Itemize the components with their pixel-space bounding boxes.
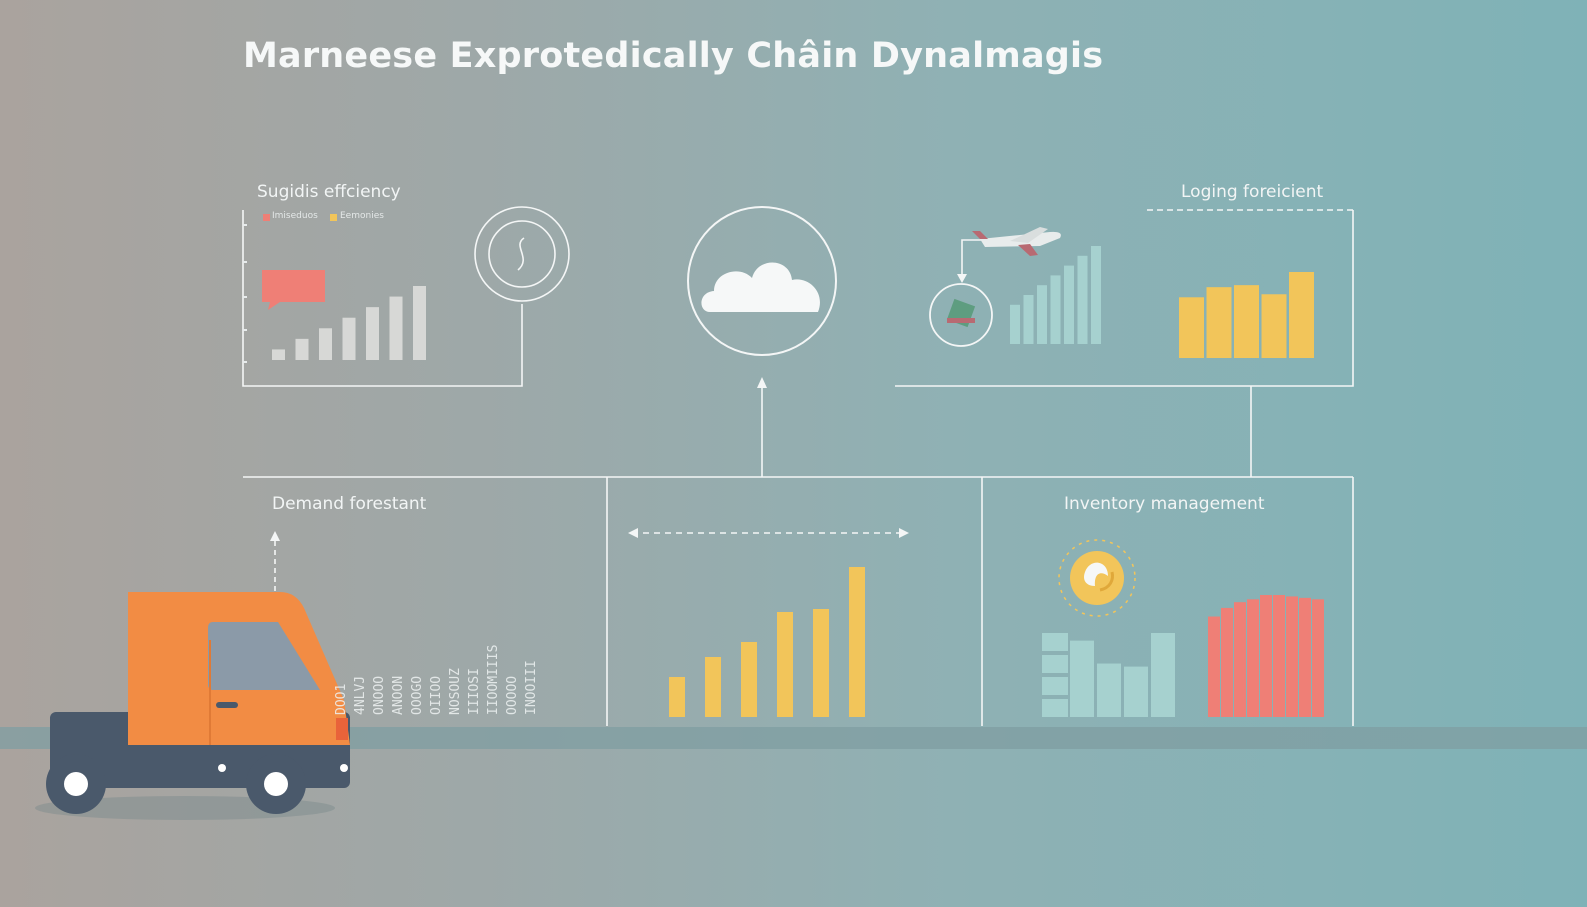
truck-icon [35,592,350,820]
logistics-teal-bar-7 [1091,246,1101,344]
road-strip [0,727,1587,749]
logistics-teal-bars [1010,246,1101,344]
supply-bar-4 [342,317,356,360]
demand-column-8: IIIOSI [467,668,482,715]
supply-bars [272,286,426,360]
inventory-teal-bars [1042,633,1175,717]
demand-column-4: ANOON [391,676,406,715]
inventory-stack-block-3 [1042,655,1068,673]
supply-bar-3 [319,328,332,360]
inventory-teal-bar-3 [1124,666,1148,717]
inventory-red-bar-4 [1247,599,1259,717]
inventory-red-bar-7 [1286,596,1298,717]
demand-text-columns: DOO1 4NLVJ ONOOO ANOON OOOGO OIIOO NOSOUZ IIIOS… [334,645,539,715]
inventory-teal-bar-1 [1070,640,1094,717]
middle-bar-2 [705,657,721,717]
supply-bar-6 [389,296,403,360]
logistics-yellow-bar-4 [1261,294,1287,358]
supply-panel-label: Sugidis effciency [257,182,401,202]
logistics-teal-bar-3 [1037,285,1047,344]
inventory-stack-block-2 [1042,677,1068,695]
middle-bar-1 [669,677,685,717]
inventory-red-bar-9 [1312,599,1324,717]
inventory-red-bar-1 [1208,616,1220,717]
inventory-panel-label: Inventory management [1064,494,1265,514]
supply-bar-1 [272,349,285,360]
inventory-red-bar-5 [1260,595,1272,717]
inventory-red-bar-8 [1299,597,1311,717]
middle-bar-6 [849,567,865,717]
logistics-yellow-bar-1 [1179,297,1204,358]
legend-swatch-red [263,214,270,221]
supply-bar-5 [366,307,379,360]
page-title: Marneese Exprotedically Châin Dynalmagis [243,36,1104,76]
connector-lines [242,209,1354,726]
demand-column-2: 4NLVJ [353,676,368,715]
supply-bar-2 [295,338,309,360]
globe-icon [929,283,993,347]
inventory-stack-block-1 [1042,699,1068,717]
demand-panel-label: Demand forestant [272,494,427,514]
demand-column-6: OIIOO [429,676,444,715]
logistics-yellow-bar-5 [1289,272,1314,358]
demand-column-11: INOOIII [524,660,539,715]
demand-column-9: IIOOMIIIS [486,645,501,715]
logistics-yellow-bar-2 [1206,287,1232,358]
middle-bar-4 [777,612,793,717]
inventory-red-bar-6 [1273,595,1285,717]
gauge-icon [474,206,570,302]
demand-column-7: NOSOUZ [448,668,463,715]
recycle-icon [1058,539,1136,617]
supply-axis-ticks [243,224,247,363]
logistics-teal-bar-1 [1010,304,1020,344]
logistics-yellow-bars [1179,272,1314,358]
inventory-teal-bar-4 [1151,633,1175,717]
demand-column-3: ONOOO [372,676,387,715]
inventory-stack-block-4 [1042,633,1068,651]
inventory-red-bar-2 [1221,607,1233,717]
airplane-icon [972,227,1061,256]
inventory-teal-bar-2 [1097,663,1121,717]
supply-bar-7 [413,286,426,360]
supply-callout [262,270,325,310]
inventory-red-bars [1208,595,1324,717]
logistics-teal-bar-6 [1077,255,1088,344]
middle-bar-5 [813,609,829,717]
logistics-teal-bar-2 [1023,295,1034,344]
demand-column-10: OOOOO [505,676,520,715]
demand-column-1: DOO1 [334,684,349,715]
legend-swatch-yellow [330,214,337,221]
inventory-red-bar-3 [1234,602,1246,717]
logistics-panel-label: Loging foreicient [1181,182,1324,202]
logistics-teal-bar-5 [1064,265,1074,344]
arrow-heads [270,274,967,541]
legend-entry-yellow: Eemonies [340,211,384,221]
middle-bar-3 [741,642,757,717]
middle-panel-bars [669,567,865,717]
logistics-teal-bar-4 [1050,275,1061,344]
logistics-yellow-bar-3 [1234,285,1259,358]
cloud-icon [687,206,837,356]
demand-column-5: OOOGO [410,676,425,715]
legend-entry-red: Imiseduos [272,211,318,221]
